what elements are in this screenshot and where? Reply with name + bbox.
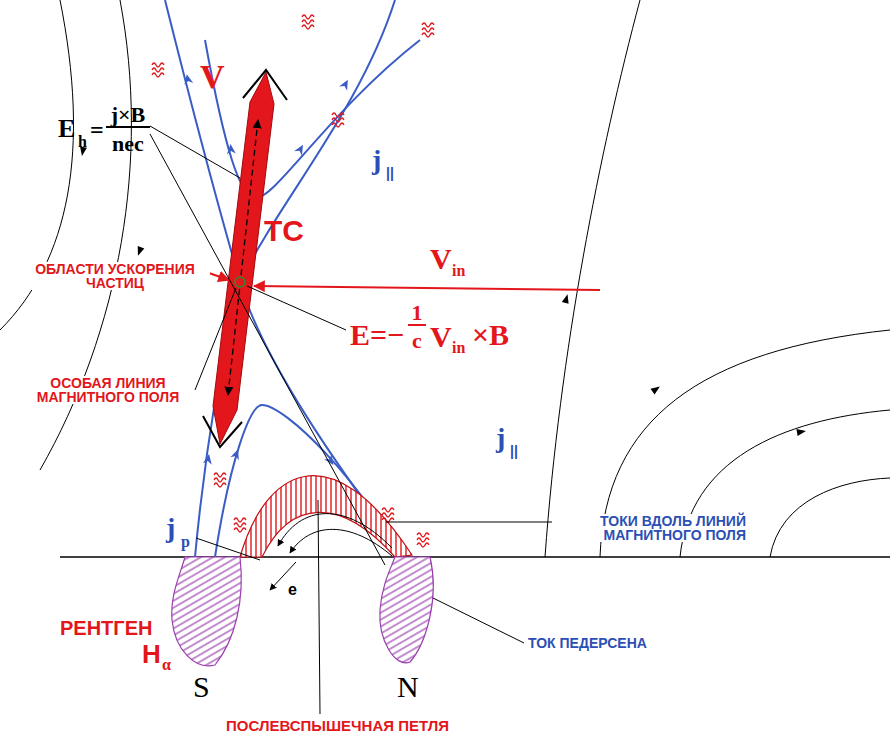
blue-separatrix-lines (205, 40, 420, 198)
leader-lines (195, 288, 236, 390)
electron-symbol: e (288, 582, 297, 598)
current-sheet (203, 70, 287, 447)
leader-lines (318, 500, 320, 714)
current-sheet (213, 72, 274, 444)
annotation: ТОК ПЕДЕРСЕНА (528, 636, 647, 650)
blue-separatrix-lines (195, 0, 395, 557)
post-flare-loop (240, 476, 412, 557)
leader-lines (386, 522, 552, 523)
formula-symbol: E=− (350, 320, 404, 350)
current-direction-arrows (203, 453, 214, 464)
leader-lines (247, 286, 346, 330)
current-sheet (235, 277, 245, 287)
annotation: ТОКИ ВДОЛЬ ЛИНИЙ МАГНИТНОГО ПОЛЯ (556, 514, 746, 542)
polarity-label: N (397, 672, 419, 702)
emission-label: РЕНТГЕН (60, 618, 152, 638)
current-symbol: j (372, 146, 381, 174)
formula-subscript: h (78, 134, 87, 150)
wave-squiggles (422, 23, 434, 37)
current-subscript: || (386, 166, 394, 180)
current-symbol: j (166, 514, 175, 542)
field-direction-arrows (796, 428, 806, 436)
current-direction-arrows (339, 78, 352, 91)
wave-squiggles (152, 63, 164, 77)
current-direction-arrows (226, 144, 236, 155)
formula-symbol: ×B (472, 320, 509, 350)
current-direction-arrows (230, 448, 242, 460)
red-pointer-arrows (206, 272, 600, 290)
wave-squiggles (332, 113, 344, 127)
wave-squiggles (302, 15, 314, 29)
current-subscript: p (181, 534, 190, 550)
current-sheet (228, 120, 258, 395)
current-sheet (203, 416, 242, 447)
post-flare-loop (240, 476, 412, 557)
current-sheet (243, 70, 287, 100)
formula-symbol: = (90, 118, 104, 142)
wave-squiggles (417, 533, 429, 547)
formula-denominator: nec (106, 133, 150, 155)
leader-lines (150, 126, 552, 714)
current-symbol: j (496, 424, 505, 452)
leader-lines (433, 598, 524, 643)
velocity-symbol: V (200, 60, 225, 94)
emission-symbol: H (142, 641, 161, 667)
velocity-symbol: V (430, 244, 452, 274)
current-subscript: || (510, 444, 518, 458)
black-field-lines (545, 0, 640, 557)
annotation: ПОСЛЕВСПЫШЕЧНАЯ ПЕТЛЯ (226, 718, 449, 733)
formula-symbol: V (430, 322, 452, 352)
field-direction-arrows (562, 293, 571, 304)
formula-symbol: E (58, 116, 75, 142)
polarity-label: S (193, 672, 210, 702)
footpoint-ribbons (172, 557, 433, 666)
formula-denominator: c (408, 330, 426, 352)
annotation: ОБЛАСТИ УСКОРЕНИЯ ЧАСТИЦ (20, 262, 210, 290)
sheet-label: TC (264, 216, 304, 246)
field-direction-arrows (135, 246, 145, 257)
leader-lines (150, 126, 240, 178)
wave-squiggles (214, 473, 226, 487)
wave-squiggles (382, 508, 394, 522)
leader-lines (150, 134, 385, 565)
current-direction-arrows (294, 143, 307, 156)
formula-numerator: 1 (408, 302, 426, 326)
formula-subscript: in (452, 340, 465, 356)
field-direction-arrows (651, 384, 662, 395)
red-pointer-arrows (254, 286, 600, 290)
formula-numerator: j×B (106, 104, 150, 128)
black-field-lines (770, 478, 890, 557)
black-field-lines (0, 0, 890, 557)
emission-subscript: α (162, 657, 171, 673)
post-flare-loop (290, 529, 392, 556)
velocity-subscript: in (452, 263, 465, 279)
footpoint-ribbons (380, 557, 433, 663)
annotation: ОСОБАЯ ЛИНИЯ МАГНИТНОГО ПОЛЯ (22, 376, 194, 404)
wave-squiggles (234, 518, 246, 532)
footpoint-ribbons (172, 557, 242, 666)
current-direction-arrows (182, 73, 193, 85)
leader-lines (196, 538, 260, 560)
